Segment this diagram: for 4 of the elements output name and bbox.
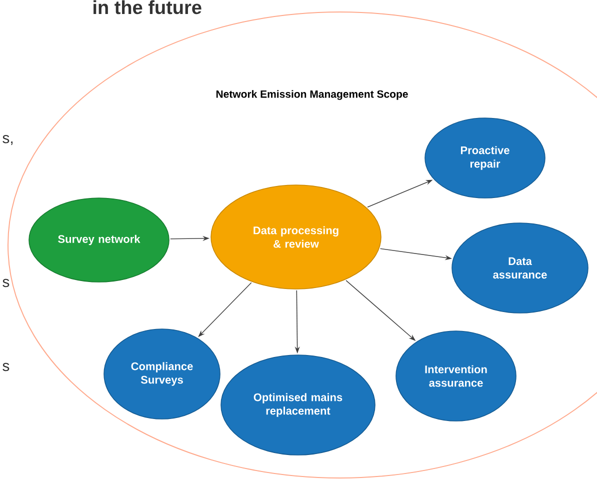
text-fragment: s	[2, 362, 10, 372]
slide-title: in the future	[94, 0, 202, 14]
text-fragment: s	[2, 278, 10, 288]
text-fragment: s,	[2, 135, 13, 145]
